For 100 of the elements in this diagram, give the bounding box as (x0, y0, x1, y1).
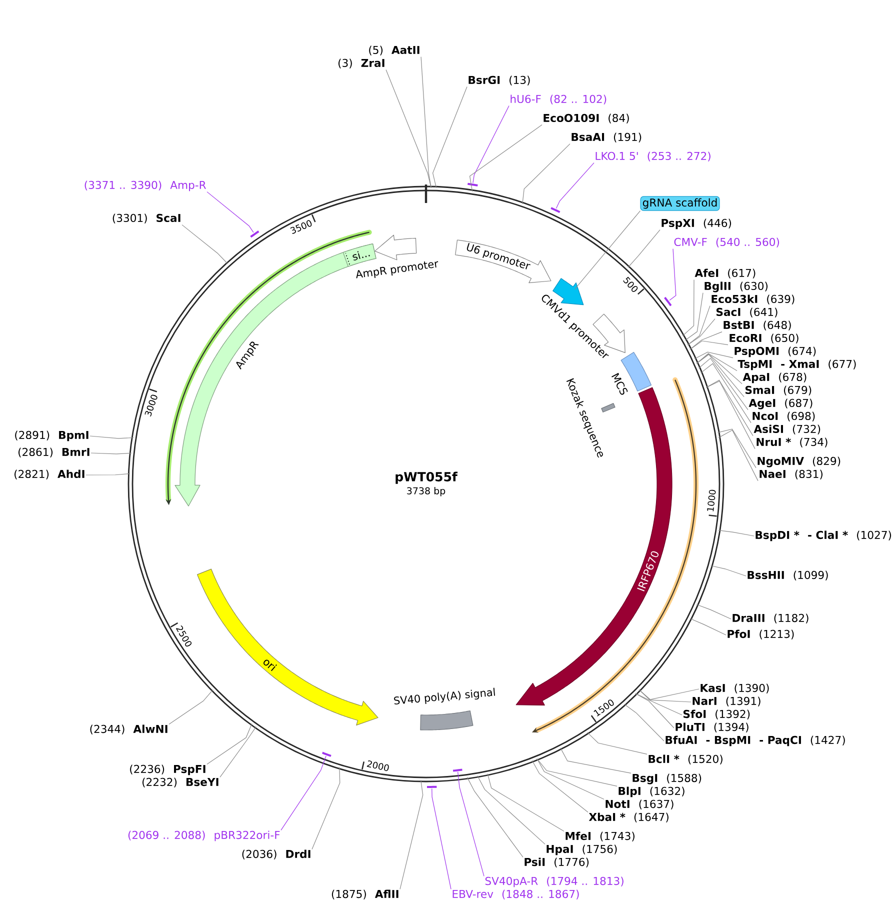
scale-label: 2000 (366, 760, 389, 772)
enzyme-label: NruI * (734) (756, 438, 828, 448)
feature-box: SV40 poly(A) signal (394, 688, 495, 730)
leader-line (710, 565, 746, 576)
enzyme-label: BssHII (1099) (748, 570, 828, 580)
leader-line (280, 756, 326, 830)
enzyme-label: BsgI (1588) (632, 774, 702, 784)
enzyme-label: EcoRI (650) (730, 334, 798, 344)
leader-line (690, 332, 722, 350)
leader-line (386, 70, 432, 188)
enzyme-label: (3) ZraI (338, 58, 384, 68)
leader-line (536, 758, 618, 786)
leader-line (168, 689, 214, 724)
enzyme-label: PspXI (446) (662, 218, 732, 230)
enzyme-label: TspMI - XmaI (677) (738, 360, 856, 370)
leader-line (687, 306, 710, 346)
leader-line (432, 788, 452, 890)
node-label: SV40 poly(A) signal (394, 688, 496, 704)
leader-line (458, 772, 484, 876)
leader-line (400, 780, 424, 890)
enzyme-label: AsiSI (732) (754, 424, 820, 434)
enzyme-label: BglII (630) (704, 282, 768, 292)
leader-line (220, 726, 256, 778)
leader-line (635, 693, 674, 728)
enzyme-label: NcoI (698) (752, 412, 815, 422)
leader-line (556, 162, 594, 209)
leader-line (690, 618, 726, 636)
leader-line (718, 430, 758, 482)
leader-line (638, 688, 700, 700)
leader-line (706, 380, 754, 436)
leader-line (717, 428, 756, 468)
enzyme-label: DraIII (1182) (732, 614, 808, 624)
leader-line (669, 248, 676, 301)
enzyme-label: Eco53kI (639) (712, 294, 794, 304)
enzyme-label: (2861) BmrI (18, 448, 90, 458)
leader-line (522, 144, 570, 204)
scale-label: 3000 (144, 394, 158, 417)
leader-line (312, 766, 340, 850)
leader-line (682, 280, 694, 336)
leader-line (638, 689, 692, 702)
enzyme-label: BspDI * - ClaI * (1027) (756, 530, 892, 542)
leader-line (706, 380, 756, 450)
enzyme-label: (2036) DrdI (242, 850, 310, 860)
primer-mark (452, 768, 462, 772)
scale-label: 3500 (290, 220, 312, 234)
feature-box: si... (342, 244, 376, 267)
enzyme-label: SacI (641) (716, 308, 778, 318)
primer-label: EBV-rev (1848 .. 1867) (452, 890, 579, 900)
primer-mark (550, 207, 560, 214)
enzyme-label: NgoMIV (829) (758, 456, 840, 468)
leader-line (698, 358, 748, 410)
enzyme-label: ApaI (678) (742, 372, 806, 384)
primer-mark (664, 296, 672, 306)
enzyme-label: BsaAI (191) (572, 132, 642, 142)
primer-label: CMV-F (540 .. 560) (674, 238, 780, 248)
feature-callout: gRNA scaffold (640, 196, 720, 211)
enzyme-label: BsrGI (13) (468, 76, 530, 86)
enzyme-label: NotI (1637) (606, 800, 674, 810)
enzyme-label: SmaI (679) (745, 386, 812, 396)
leader-line (700, 363, 752, 424)
enzyme-label: HpaI (1756) (546, 844, 617, 856)
primer-mark (250, 230, 260, 238)
enzyme-label: EcoO109I (84) (544, 114, 629, 124)
leader-line (466, 777, 524, 858)
primer-label: SV40pA-R (1794 .. 1813) (485, 876, 624, 888)
leader-line (574, 210, 641, 290)
enzyme-label: NarI (1391) (692, 696, 760, 706)
leader-line (624, 704, 664, 742)
enzyme-label: (2344) AlwNI (90, 724, 168, 734)
enzyme-label: AfeI (617) (694, 268, 756, 278)
primer-label: hU6-F (82 .. 102) (510, 94, 606, 104)
scale-label: 1000 (707, 490, 716, 512)
primer-mark (427, 786, 437, 788)
leader-line (628, 230, 660, 268)
leader-line (696, 354, 744, 398)
enzyme-label: (2232) BseYI (142, 778, 218, 788)
enzyme-label: BclI * (1520) (648, 754, 722, 764)
leader-line (432, 86, 468, 188)
leader-line (696, 354, 742, 384)
leader-line (684, 292, 704, 341)
feature-arc: ori (196, 568, 378, 726)
enzyme-label: BstBI (648) (724, 320, 791, 330)
enzyme-label: BfuAI - BspMI - PaqCI (1427) (666, 736, 845, 746)
leader-line (420, 56, 432, 188)
leader-line (90, 436, 134, 439)
enzyme-label: PspOMI (674) (734, 346, 816, 358)
enzyme-label: XbaI * (1647) (588, 812, 668, 822)
enzyme-label: (2236) PspFI (130, 764, 206, 776)
leader-line (694, 352, 734, 360)
leader-line (206, 192, 254, 233)
leader-line (487, 773, 564, 832)
leader-line (635, 693, 682, 716)
leader-line (90, 452, 132, 454)
primer-mark (468, 182, 478, 186)
enzyme-label: AgeI (687) (748, 398, 812, 410)
leader-line (206, 723, 252, 764)
enzyme-label: PluTI (1394) (676, 722, 748, 732)
leader-line (182, 224, 228, 264)
leader-line (477, 775, 546, 844)
enzyme-label: (2891) BpmI (15, 430, 88, 442)
